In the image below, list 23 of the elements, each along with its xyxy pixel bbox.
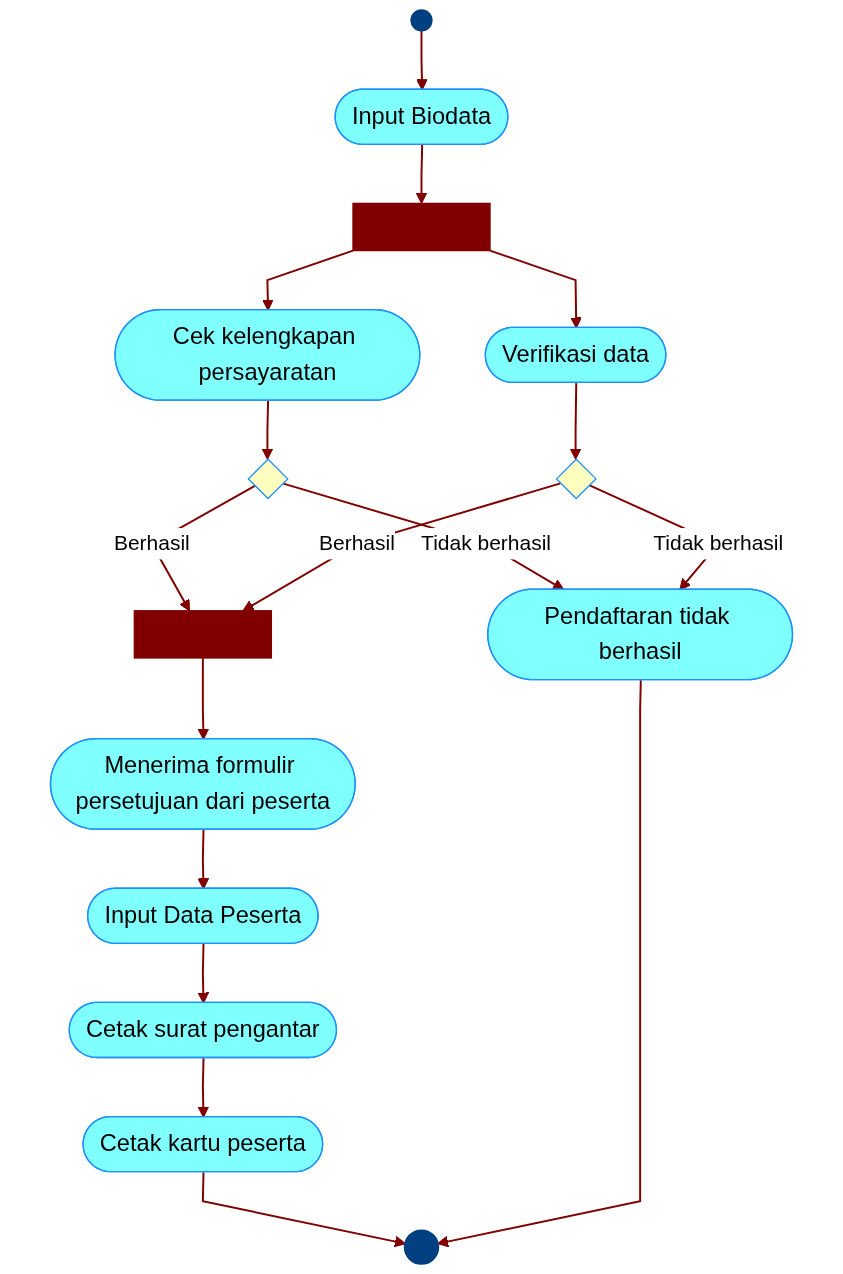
arrow <box>201 1171 406 1248</box>
arrow <box>197 1057 210 1118</box>
arrow <box>261 399 274 460</box>
edge-label: Berhasil <box>319 532 395 555</box>
arrow <box>489 249 582 329</box>
node-bar <box>133 610 273 659</box>
edge-label: Tidak berhasil <box>653 532 784 555</box>
arrow <box>197 943 210 1004</box>
edge-label: Berhasil <box>113 532 190 555</box>
edge-label: Tidak berhasil <box>421 532 552 555</box>
node-diamond <box>247 458 289 500</box>
node-circle <box>410 9 433 32</box>
arrow <box>262 249 354 311</box>
arrow <box>437 679 642 1248</box>
arrow <box>415 144 428 204</box>
arrow <box>416 29 428 91</box>
arrow <box>242 482 562 612</box>
arrow <box>197 657 210 740</box>
arrow <box>197 828 210 890</box>
node-circle <box>403 1229 440 1265</box>
arrow <box>569 382 582 460</box>
node-diamond <box>555 458 597 500</box>
node-bar <box>352 202 491 252</box>
